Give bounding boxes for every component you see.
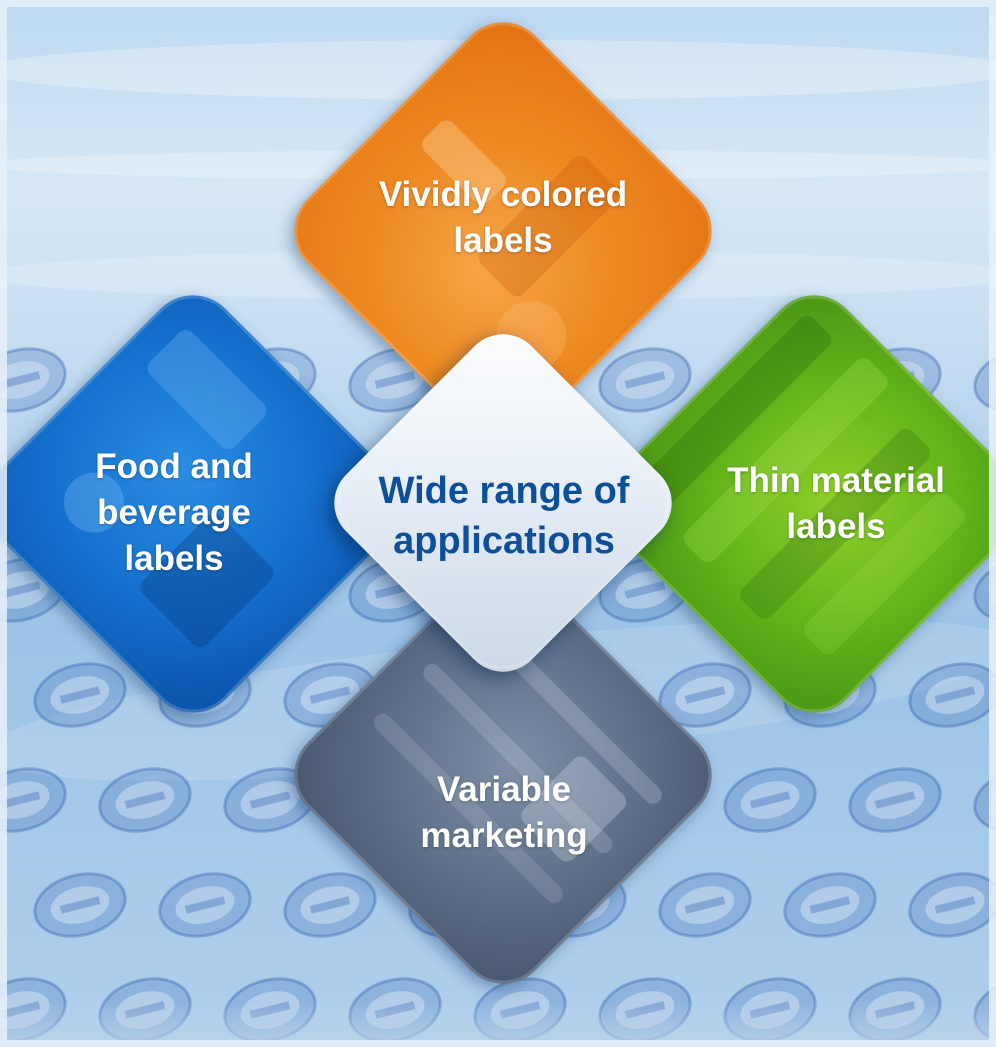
label-vividly-colored: Vividly colored labels [333, 172, 673, 264]
background-label-rosette [0, 347, 67, 413]
background-label-rosette [908, 872, 996, 938]
background-label-rosette [33, 872, 127, 938]
background-label-rosette [658, 872, 752, 938]
background-label-rosette [223, 767, 317, 833]
background-label-rosette [33, 662, 127, 728]
label-line: labels [124, 539, 224, 578]
background-label-rosette [98, 767, 192, 833]
bottom-fade [0, 1001, 996, 1047]
background-label-rosette [973, 767, 996, 833]
label-line: Food and [95, 447, 253, 486]
label-line: marketing [420, 816, 588, 855]
label-line: Vividly colored [378, 175, 628, 214]
label-line: labels [453, 221, 553, 260]
center-title-line: Wide range of [378, 470, 630, 512]
center-title-line: applications [393, 520, 615, 562]
background-label-rosette [158, 872, 252, 938]
label-food-beverage: Food and beverage labels [56, 444, 292, 582]
background-label-rosette [973, 347, 996, 413]
background-label-rosette [598, 347, 692, 413]
background-label-rosette [0, 767, 67, 833]
background-label-rosette [348, 347, 442, 413]
label-center-title: Wide range of applications [352, 466, 656, 566]
background-label-rosette [658, 662, 752, 728]
background-label-rosette [723, 767, 817, 833]
label-line: Thin material [727, 461, 945, 500]
background-label-rosette [908, 662, 996, 728]
background-label-rosette [973, 557, 996, 623]
label-variable-marketing: Variable marketing [374, 767, 634, 859]
background-label-rosette [283, 872, 377, 938]
label-line: Variable [436, 770, 572, 809]
label-line: labels [786, 507, 886, 546]
background-label-rosette [783, 872, 877, 938]
background-label-rosette [848, 767, 942, 833]
label-line: beverage [97, 493, 251, 532]
label-thin-material: Thin material labels [713, 458, 959, 550]
